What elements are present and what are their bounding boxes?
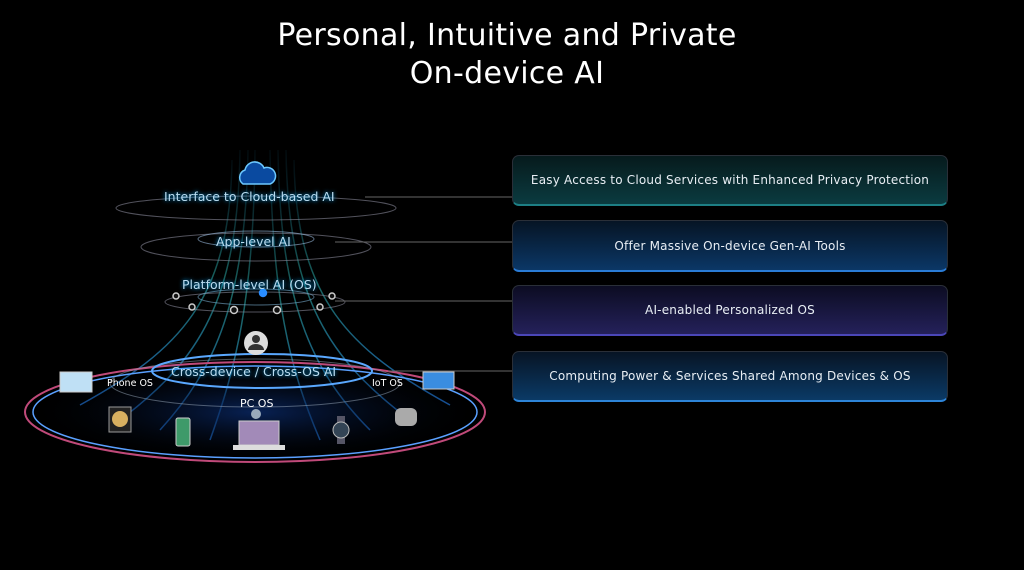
slide-title-line-1: Personal, Intuitive and Private: [277, 18, 737, 53]
layer-label-app: App-level AI: [216, 234, 291, 249]
base-ring-inner: [32, 365, 478, 459]
app-inner-ring: [197, 230, 315, 248]
pc-os-node-icon: [251, 409, 261, 419]
earbuds-icon: [395, 408, 417, 426]
tablet-icon: [59, 371, 93, 393]
layer-label-platform: Platform-level AI (OS): [182, 277, 317, 292]
os-label-pc: PC OS: [240, 397, 274, 410]
platform-nodes: [172, 288, 336, 315]
laptop-icon: [233, 420, 285, 450]
connector-lines: [335, 196, 512, 372]
os-label-iot: IoT OS: [372, 378, 403, 389]
user-avatar-icon: [244, 331, 268, 355]
platform-inner-ring: [197, 288, 315, 306]
cloud-ring: [115, 195, 397, 221]
platform-ring: [164, 291, 346, 313]
base-ring-outer: [24, 361, 486, 463]
description-box-cross: Computing Power & Services Shared Among …: [512, 351, 948, 402]
description-box-cloud: Easy Access to Cloud Services with Enhan…: [512, 155, 948, 206]
cloud-icon: [239, 161, 277, 185]
app-ring: [140, 232, 372, 262]
description-box-app: Offer Massive On-device Gen-AI Tools: [512, 220, 948, 272]
monitor-icon: [422, 371, 455, 390]
os-ring: [109, 358, 401, 408]
cross-os-ring: [151, 353, 373, 389]
layer-label-cross: Cross-device / Cross-OS AI: [171, 364, 337, 379]
layer-label-cloud: Interface to Cloud-based AI: [164, 189, 335, 204]
smartwatch-icon: [332, 416, 350, 444]
phone-icon: [175, 417, 191, 447]
slide-title-line-2: On-device AI: [409, 56, 605, 91]
os-label-phone: Phone OS: [107, 378, 153, 389]
description-box-platform: AI-enabled Personalized OS: [512, 285, 948, 336]
device-icons: [59, 371, 455, 450]
